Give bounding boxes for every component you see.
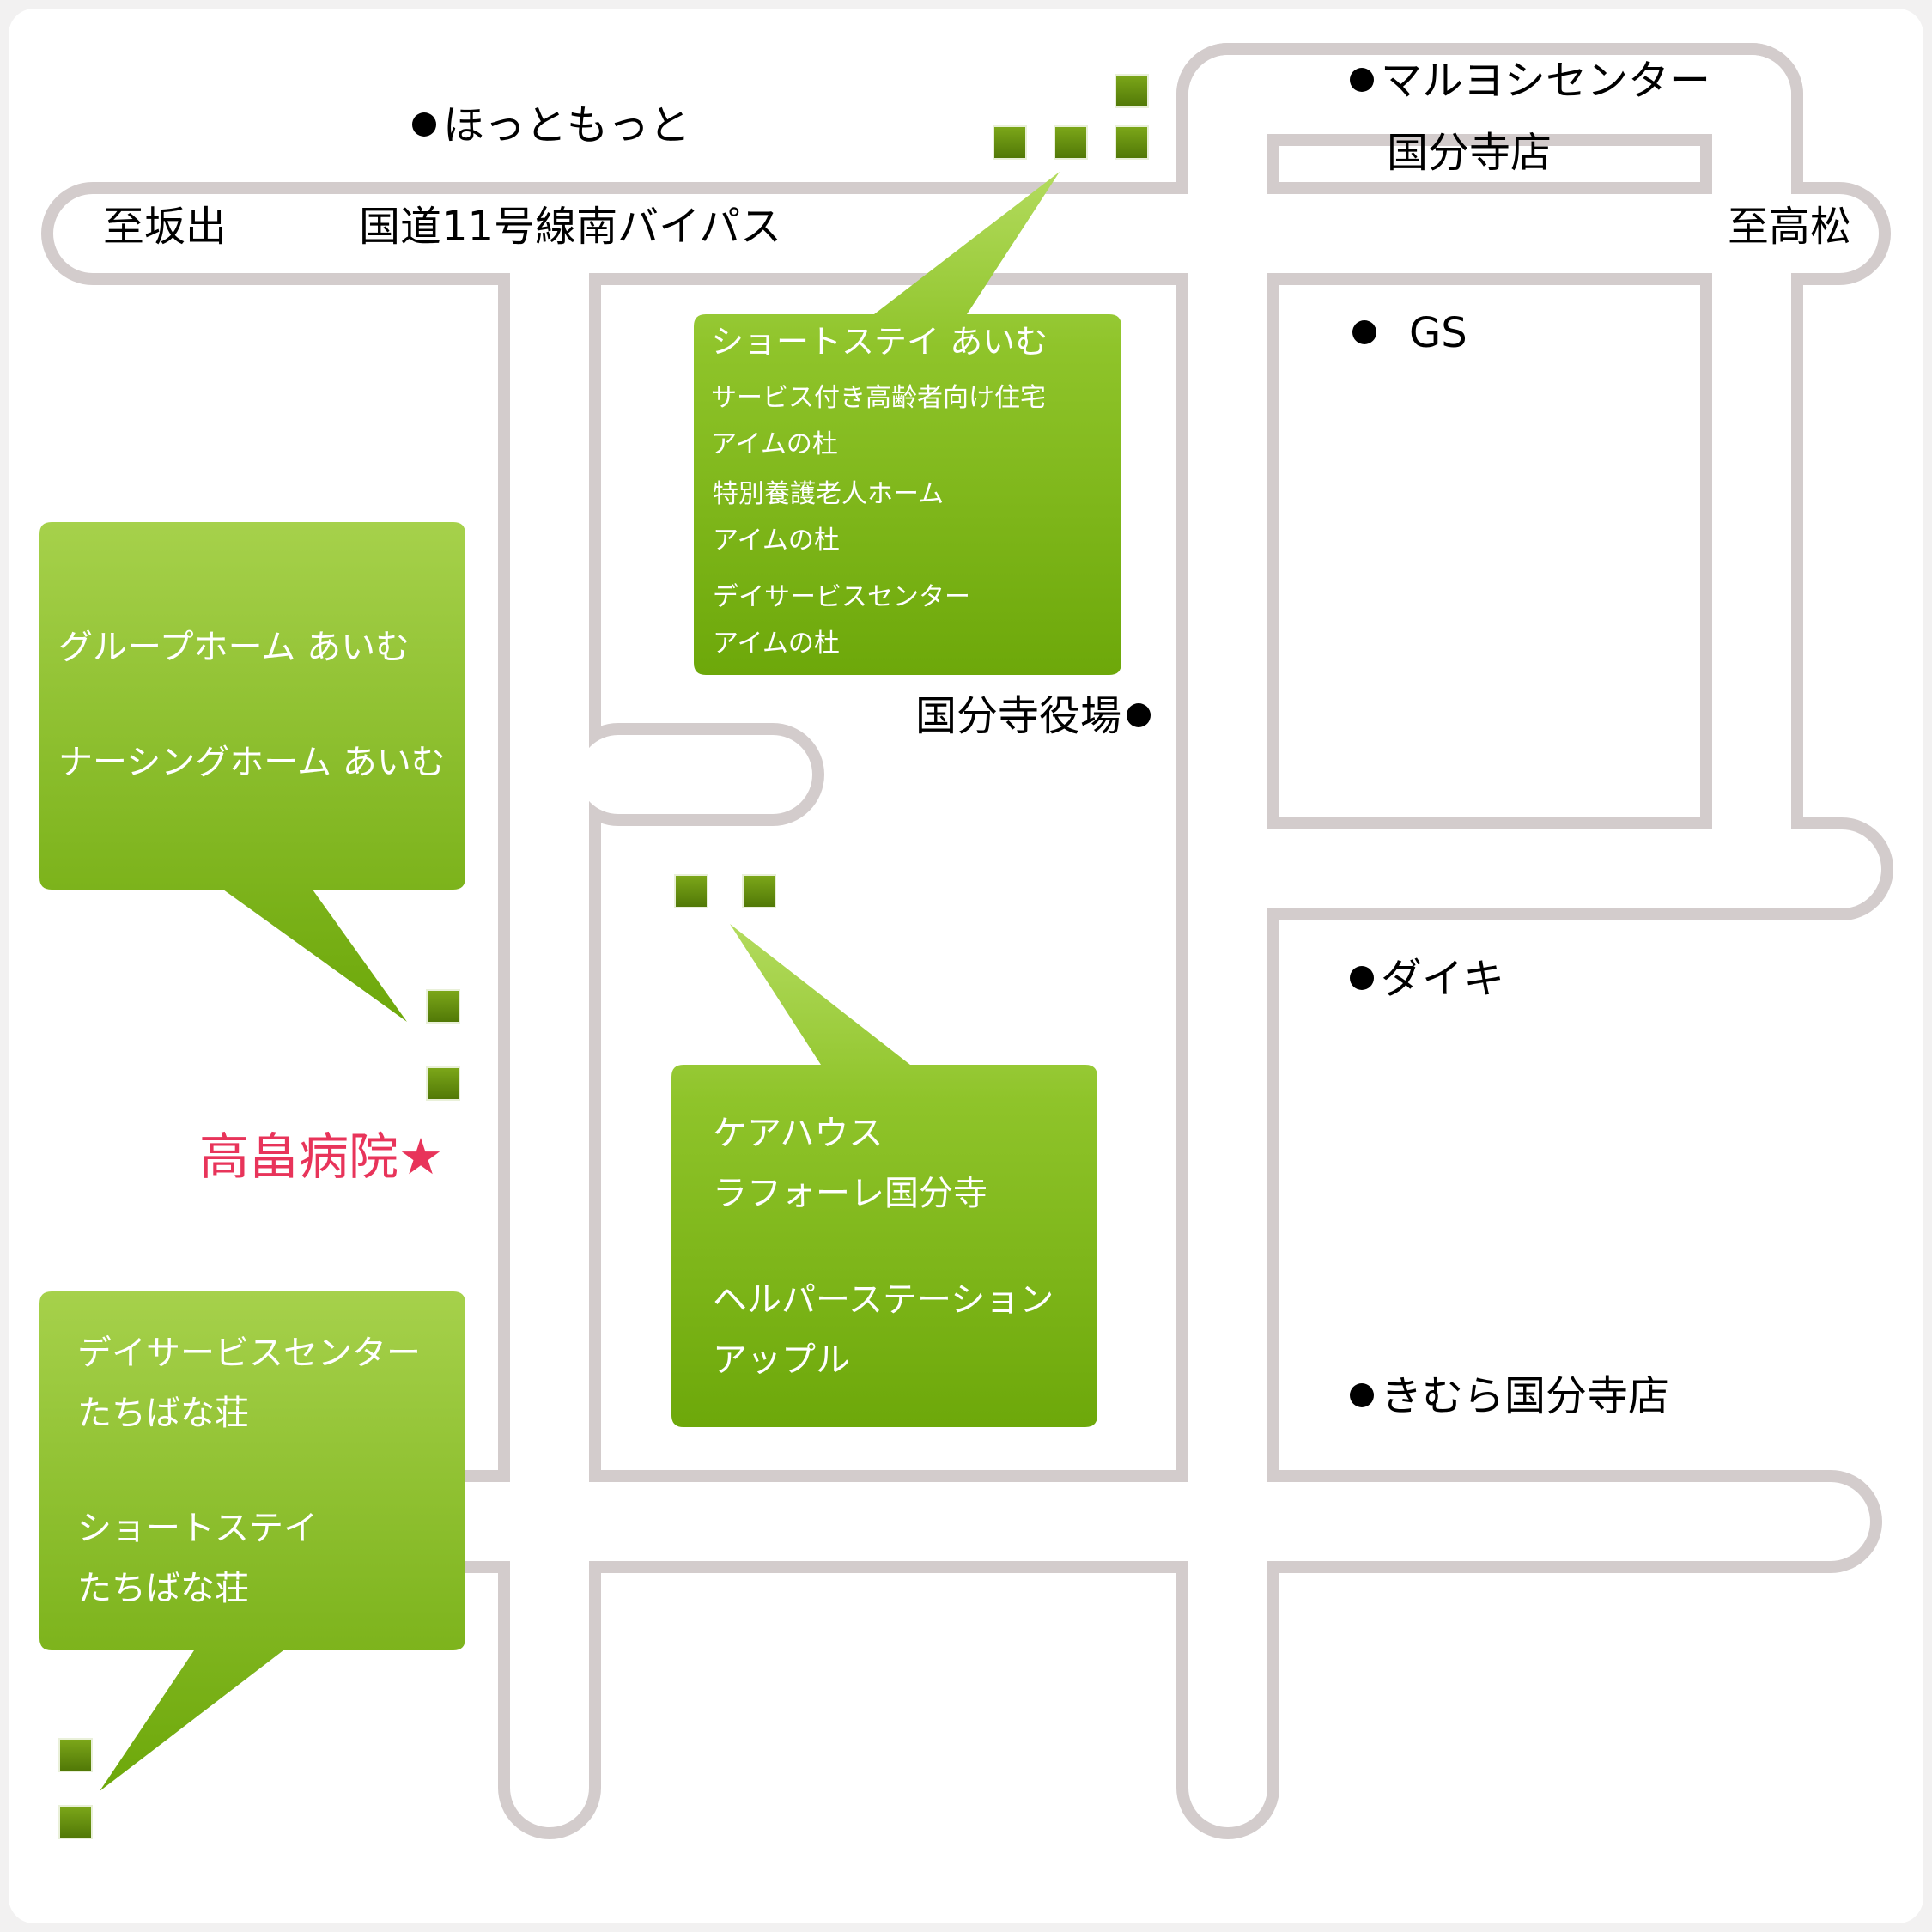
green-square-icon[interactable] (742, 874, 776, 908)
facility-line: アイムの杜 (711, 429, 838, 459)
landmark-hottomotto: ほっともっと (412, 101, 690, 151)
green-square-icon[interactable] (58, 1738, 93, 1772)
green-square-icon[interactable] (58, 1805, 93, 1839)
landmark-daiki: ダイキ (1350, 955, 1504, 1005)
green-square-icon[interactable] (1115, 125, 1149, 160)
black-dot-icon (1350, 68, 1374, 92)
road-label-route: 国道11号線南バイパス (359, 203, 782, 251)
facility-line: ケアハウス (713, 1114, 884, 1153)
facility-line: アイムの杜 (713, 629, 840, 659)
bubble-shape (39, 522, 465, 1022)
green-square-icon[interactable] (674, 874, 708, 908)
road-label-east: 至高松 (1728, 203, 1852, 251)
facility-line: ナーシングホーム あいむ (58, 743, 446, 782)
facility-line: アップル (713, 1340, 850, 1380)
hospital-label[interactable]: 高畠病院★ (199, 1127, 444, 1186)
facility-line: たちばな荘 (77, 1569, 249, 1608)
landmark-kimura: きむら国分寺店 (1350, 1372, 1669, 1422)
black-dot-icon (412, 112, 436, 137)
green-square-icon[interactable] (426, 989, 460, 1024)
bubble-shape (39, 1291, 465, 1791)
landmark-maruyoshi: マルヨシセンター (1350, 57, 1710, 106)
black-dot-icon (1352, 320, 1376, 344)
facility-line: ヘルパーステーション (713, 1280, 1054, 1320)
star-icon: ★ (398, 1127, 444, 1186)
green-square-icon[interactable] (1115, 74, 1149, 108)
facility-line: グループホーム あいむ (58, 628, 410, 667)
facility-title: ショートステイ あいむ (711, 323, 1048, 361)
bubble-shape (671, 924, 1097, 1427)
road-label-west: 至坂出 (103, 203, 228, 251)
facility-line: デイサービスセンター (713, 582, 970, 612)
landmark-maruyoshi-branch: 国分寺店 (1387, 129, 1552, 177)
facility-line: ラフォーレ国分寺 (713, 1174, 987, 1213)
facility-bubble-north[interactable]: ショートステイ あいむ サービス付き高齢者向け住宅 アイムの杜 特別養護老人ホー… (692, 172, 1121, 678)
black-dot-icon (1350, 1383, 1374, 1407)
black-dot-icon (1350, 966, 1374, 990)
facility-line: アイムの杜 (713, 526, 840, 556)
landmark-gs: GS (1352, 309, 1467, 359)
bubble-shape (694, 172, 1121, 675)
facility-line: たちばな荘 (77, 1394, 249, 1433)
facility-line: 特別養護老人ホーム (713, 479, 945, 509)
facility-line: サービス付き高齢者向け住宅 (711, 383, 1046, 413)
black-dot-icon (1127, 703, 1151, 727)
facility-line: ショートステイ (77, 1509, 318, 1548)
facility-bubble-west[interactable]: グループホーム あいむ ナーシングホーム あいむ (38, 522, 467, 1029)
green-square-icon[interactable] (993, 125, 1027, 160)
green-square-icon[interactable] (1054, 125, 1088, 160)
green-square-icon[interactable] (426, 1066, 460, 1101)
facility-bubble-center[interactable]: ケアハウス ラフォーレ国分寺 ヘルパーステーション アップル (670, 924, 1099, 1431)
landmark-kokubunji-office: 国分寺役場 (915, 692, 1151, 742)
facility-bubble-southwest[interactable]: デイサービスセンター たちばな荘 ショートステイ たちばな荘 (38, 1291, 467, 1807)
facility-line: デイサービスセンター (77, 1334, 421, 1373)
